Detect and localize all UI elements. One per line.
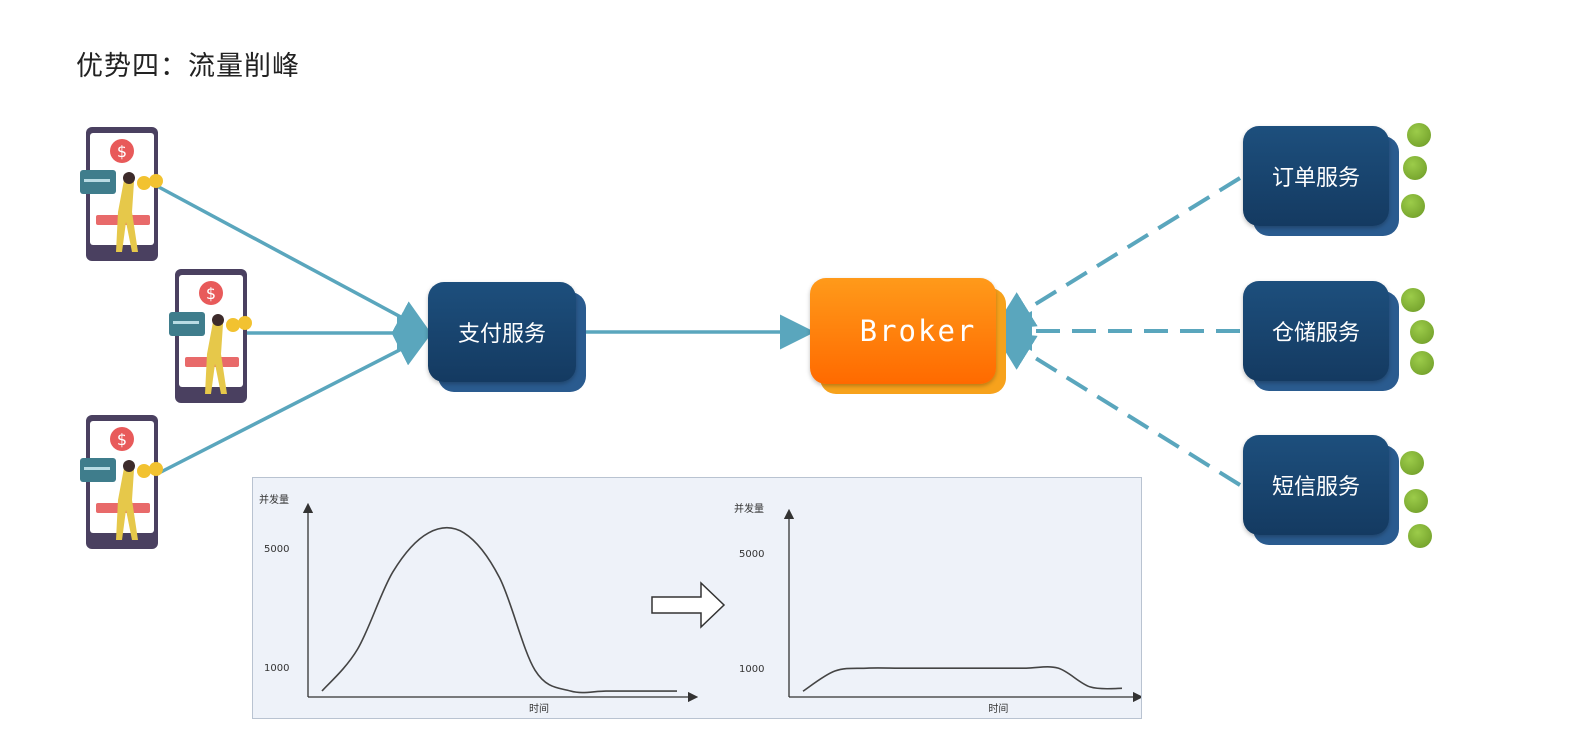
storage-service-box: 仓储服务 [1243,281,1399,391]
svg-text:$: $ [117,430,127,449]
message-dot-icon [1400,451,1424,475]
broker-label: Broker [859,314,977,348]
traffic-charts-panel: 并发量时间 1000 5000 并发量时间 1000 5000 [252,477,1144,719]
payment-service-box: 支付服务 [428,282,586,392]
arrow-phone3-to-payment [154,333,432,477]
arrow-sms-to-broker [993,331,1242,487]
y-tick-label: 1000 [739,664,764,675]
message-dot-icon [1408,524,1432,548]
transform-arrow-icon [651,581,726,629]
svg-text:$: $ [117,142,127,161]
message-dot-icon [1403,156,1427,180]
broker-box: Broker [810,278,1006,394]
y-tick-label: 5000 [264,544,289,555]
storage-service-label: 仓储服务 [1271,321,1360,346]
x-axis-label: 时间 [529,702,549,715]
message-dot-icon [1401,194,1425,218]
arrow-order-to-broker [993,176,1242,331]
x-axis-label: 时间 [988,702,1008,715]
message-dot-icon [1410,320,1434,344]
phone-payment-icon: $ [80,127,163,261]
arrow-phone1-to-payment [154,183,432,334]
order-service-box: 订单服务 [1243,126,1399,236]
phone-payment-icon: $ [80,415,163,549]
concurrency-line [802,665,1123,692]
order-service-label: 订单服务 [1271,166,1360,191]
y-axis-label: 并发量 [259,493,289,506]
message-dot-icon [1407,123,1431,147]
sms-service-box: 短信服务 [1243,435,1399,545]
svg-text:$: $ [206,284,216,303]
y-tick-label: 1000 [264,663,289,674]
y-axis-label: 并发量 [734,502,764,515]
payment-service-label: 支付服务 [457,322,546,347]
message-dot-icon [1404,489,1428,513]
message-dot-icon [1410,351,1434,375]
y-tick-label: 5000 [739,549,764,560]
page-title: 优势四：流量削峰 [76,51,300,82]
sms-service-label: 短信服务 [1271,475,1360,500]
message-dot-icon [1401,288,1425,312]
concurrency-line [321,526,677,694]
phone-payment-icon: $ [169,269,252,403]
